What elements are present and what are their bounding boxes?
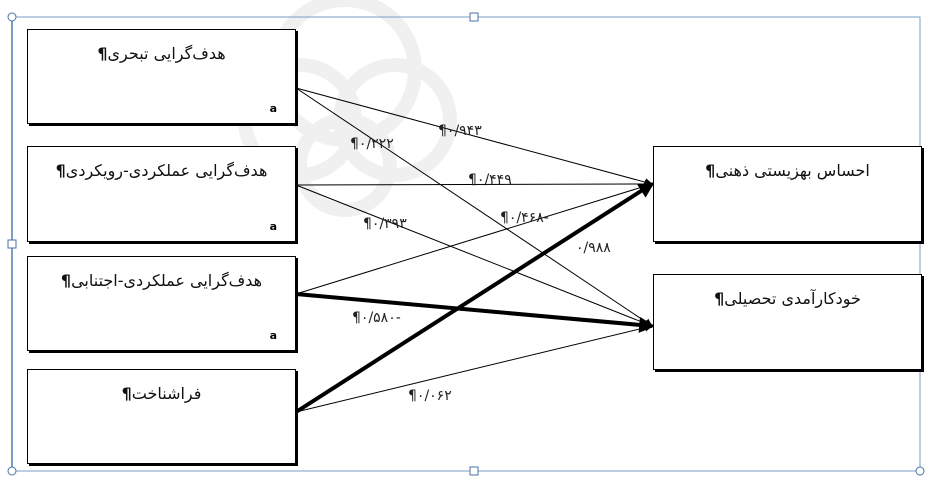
text-anchor-mark: a (269, 220, 277, 233)
source-box-perf-avoid[interactable]: هدف‌گرایی عملکردی-اجتنابی¶ a (27, 256, 296, 351)
path-arrow-0 (295, 87, 653, 186)
path-arrow-6 (294, 182, 655, 414)
resize-handle-bottom (469, 466, 479, 476)
path-coefficient-label: ۰/۹۸۸ (576, 240, 611, 256)
path-arrow-1 (295, 87, 653, 327)
path-coefficient-label: ۰/۲۲۲¶ (350, 136, 394, 152)
source-box-label: هدف‌گرایی عملکردی-اجتنابی¶ (60, 271, 263, 290)
resize-handle-top (469, 12, 479, 22)
target-box-self-efficacy[interactable]: خودکارآمدی تحصیلی¶ (653, 274, 922, 370)
path-arrow-7 (295, 323, 653, 413)
path-coefficient-label: ۰/۰۶۲¶ (408, 388, 452, 404)
resize-handle-br (915, 466, 925, 476)
text-anchor-mark: a (269, 329, 277, 342)
path-coefficient-label: ۰/۴۴۹¶ (468, 172, 512, 188)
path-coefficient-label: -۰/۴۶۸¶ (500, 210, 549, 226)
source-box-perf-approach[interactable]: هدف‌گرایی عملکردی-رویکردی¶ a (27, 146, 296, 242)
resize-handle-bl (7, 466, 17, 476)
source-box-metacognition[interactable]: فراشناخت¶ (27, 369, 296, 464)
target-box-wellbeing[interactable]: احساس بهزیستی ذهنی¶ (653, 146, 922, 242)
source-box-label: فراشناخت¶ (121, 384, 202, 403)
path-arrow-4 (295, 182, 653, 295)
resize-handle-tl (7, 12, 17, 22)
target-box-label: احساس بهزیستی ذهنی¶ (705, 161, 870, 180)
source-box-label: هدف‌گرایی تبحری¶ (97, 44, 226, 63)
path-coefficient-label: -۰/۵۸۰¶ (352, 310, 401, 326)
path-arrow-3 (295, 184, 653, 328)
selection-frame[interactable] (7, 12, 925, 476)
path-coefficient-label: ۰/۹۴۳¶ (438, 123, 482, 139)
text-anchor-mark: a (269, 102, 277, 115)
target-box-label: خودکارآمدی تحصیلی¶ (714, 289, 861, 308)
source-box-mastery[interactable]: هدف‌گرایی تبحری¶ a (27, 29, 296, 124)
path-arrow-2 (295, 180, 653, 189)
path-coefficient-label: ۰/۳۹۳¶ (363, 216, 407, 232)
source-box-label: هدف‌گرایی عملکردی-رویکردی¶ (55, 161, 268, 180)
resize-handle-left (7, 239, 17, 249)
path-arrow-5 (295, 292, 656, 333)
path-arrows (294, 87, 656, 414)
